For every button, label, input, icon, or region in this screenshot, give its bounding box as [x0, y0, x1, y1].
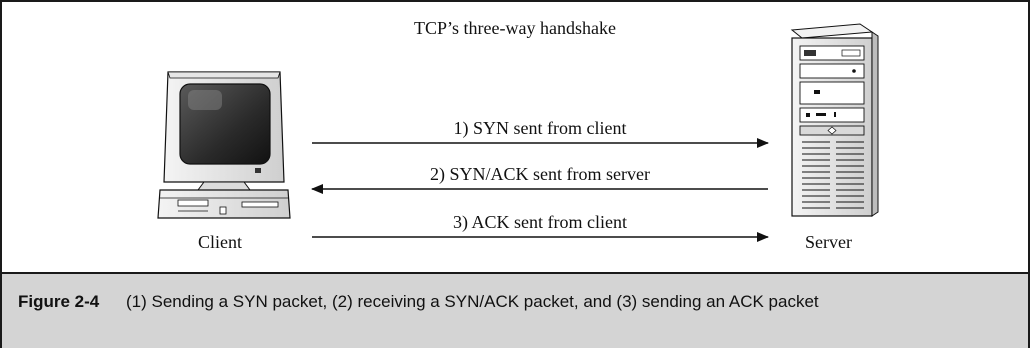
message-label-syn-ack: 2) SYN/ACK sent from server [430, 164, 650, 184]
caption-text: (1) Sending a SYN packet, (2) receiving … [126, 292, 819, 311]
figure-caption: Figure 2-4 (1) Sending a SYN packet, (2)… [2, 272, 1028, 348]
handshake-diagram: TCP’s three-way handshake [2, 2, 1028, 272]
server-label: Server [805, 232, 852, 252]
figure-number: Figure 2-4 [18, 292, 100, 311]
message-label-ack: 3) ACK sent from client [453, 212, 627, 232]
message-label-syn: 1) SYN sent from client [453, 118, 627, 138]
client-label: Client [198, 232, 242, 252]
server-tower-icon [790, 23, 879, 217]
diagram-title: TCP’s three-way handshake [414, 18, 616, 38]
client-computer-icon [157, 71, 291, 219]
diagram-graphics [157, 23, 879, 242]
